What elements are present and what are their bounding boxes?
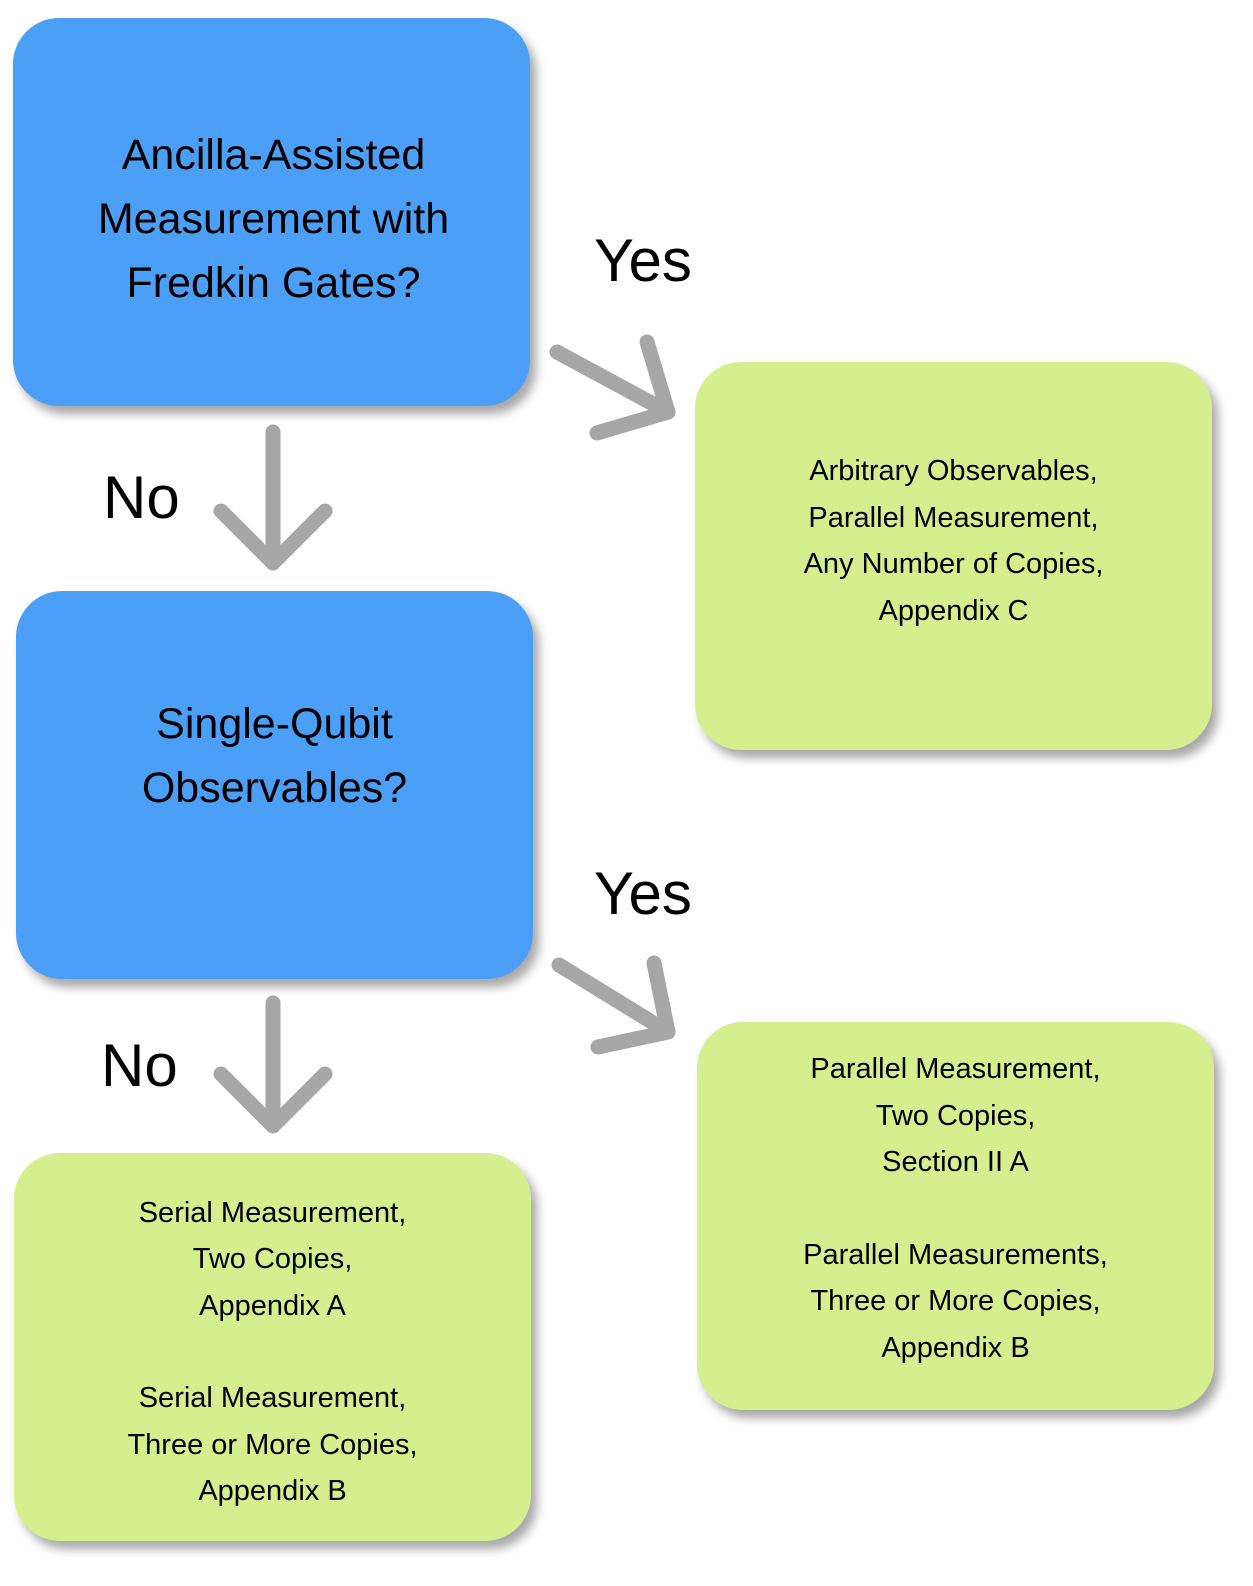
outcome-parallel-g2-line-3: Appendix B: [881, 1331, 1030, 1364]
decision-ancilla-line-1: Ancilla-Assisted: [121, 131, 426, 179]
edge-label-yes-bottom: Yes: [594, 860, 692, 927]
outcome-arbitrary-line-4: Appendix C: [878, 594, 1029, 627]
yes-arrow-top: [549, 334, 676, 441]
outcome-serial-g1-line-2: Two Copies,: [192, 1243, 353, 1275]
outcome-parallel-g2-line-1: Parallel Measurements,: [803, 1238, 1108, 1271]
outcome-parallel-measurement: Parallel Measurement, Two Copies, Sectio…: [697, 1022, 1214, 1410]
decision-single-qubit-line-2: Observables?: [141, 764, 408, 812]
outcome-arbitrary-line-2: Parallel Measurement,: [808, 501, 1099, 534]
outcome-serial-measurement: Serial Measurement, Two Copies, Appendix…: [14, 1153, 531, 1541]
outcome-serial-g2-line-3: Appendix B: [198, 1475, 347, 1507]
outcome-serial-g1-line-1: Serial Measurement,: [138, 1196, 407, 1229]
outcome-parallel-g2-line-2: Three or More Copies,: [810, 1285, 1101, 1317]
decision-ancilla-line-3: Fredkin Gates?: [126, 259, 421, 307]
decision-single-qubit-line-1: Single-Qubit: [156, 700, 393, 748]
outcome-arbitrary-line-3: Any Number of Copies,: [803, 548, 1104, 580]
outcome-parallel-g1-line-1: Parallel Measurement,: [810, 1053, 1101, 1085]
edge-label-no-top: No: [103, 464, 180, 531]
outcome-serial-g1-line-3: Appendix A: [199, 1289, 346, 1322]
outcome-arbitrary-line-1: Arbitrary Observables,: [809, 455, 1098, 487]
outcome-serial-g2-line-2: Three or More Copies,: [127, 1428, 418, 1461]
decision-ancilla-line-2: Measurement with: [97, 195, 450, 243]
edge-label-no-bottom: No: [101, 1032, 178, 1099]
no-arrow-top: [213, 424, 333, 571]
outcome-parallel-g1-line-3: Section II A: [882, 1146, 1029, 1178]
outcome-arbitrary-observables: Arbitrary Observables, Parallel Measurem…: [695, 362, 1212, 750]
yes-arrow-bottom: [551, 955, 676, 1055]
decision-single-qubit: Single-Qubit Observables?: [16, 591, 533, 979]
decision-ancilla-assisted: Ancilla-Assisted Measurement with Fredki…: [13, 18, 530, 406]
outcome-parallel-g1-line-2: Two Copies,: [875, 1099, 1036, 1132]
no-arrow-bottom: [213, 995, 333, 1134]
edge-label-yes-top: Yes: [594, 227, 692, 294]
outcome-serial-g2-line-1: Serial Measurement,: [138, 1382, 407, 1414]
